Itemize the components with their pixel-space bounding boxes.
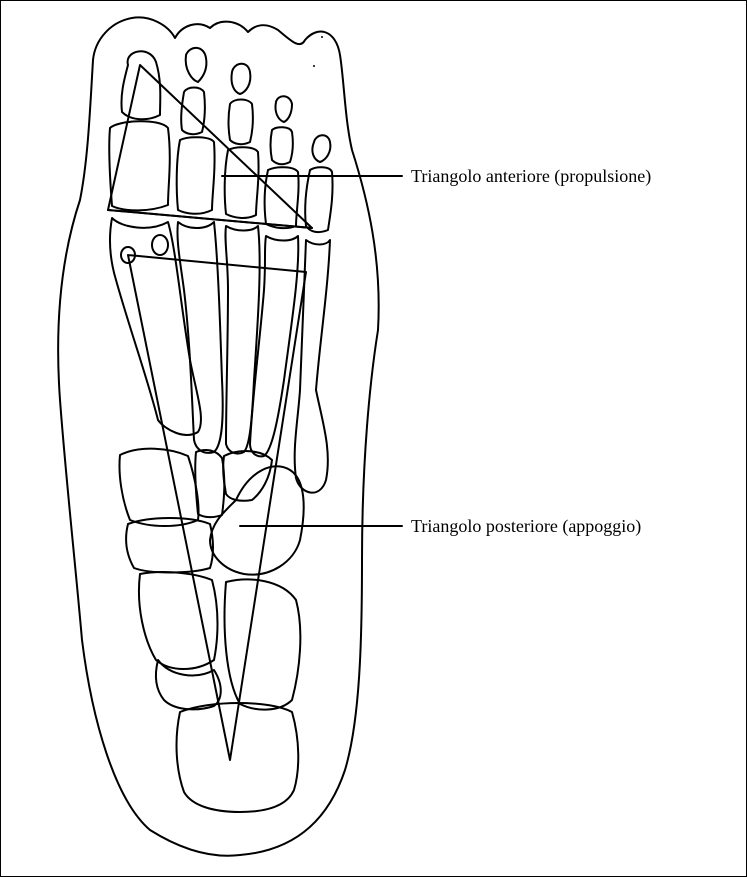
scan-speck-2 [313, 65, 315, 67]
posterior-triangle-label: Triangolo posteriore (appoggio) [411, 516, 641, 536]
anterior-triangle [108, 65, 312, 228]
scan-speck [321, 36, 323, 38]
hallux-distal [121, 51, 160, 119]
anterior-triangle-label: Triangolo anteriore (propulsione) [411, 166, 651, 186]
calcaneus-bone [177, 703, 299, 812]
sesamoid-bone-2 [152, 235, 168, 255]
toe-3-middle [229, 100, 253, 145]
cuneiform-lateral [223, 451, 272, 501]
cuneiform-intermediate [195, 450, 224, 517]
toe-4-distal [275, 96, 292, 122]
metatarsal-5 [295, 240, 330, 493]
toe-4-middle [271, 127, 293, 164]
toe-3-distal [231, 64, 250, 94]
toe-2-middle [181, 88, 205, 135]
calcaneus-body [225, 579, 301, 709]
toe-5-distal [312, 135, 330, 162]
talus-bone [139, 572, 218, 669]
toe-2-proximal [177, 137, 215, 214]
toe-2-distal [186, 48, 207, 82]
posterior-triangle [128, 255, 306, 760]
toe-3-proximal [225, 147, 259, 218]
cuneiform-medial [119, 449, 198, 526]
metatarsal-3 [225, 226, 259, 454]
